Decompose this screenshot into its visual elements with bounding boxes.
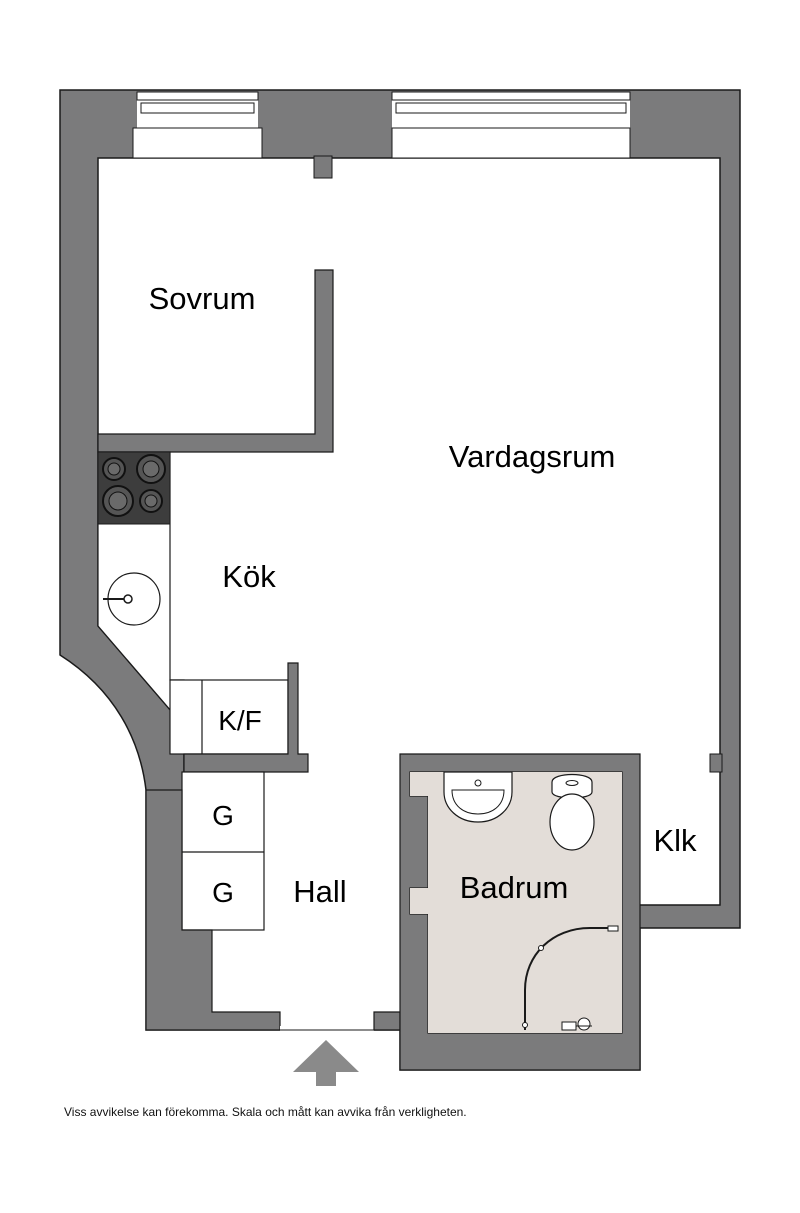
label-badrum: Badrum [460,870,569,905]
label-kf: K/F [218,705,262,736]
stove-icon [97,451,171,525]
sink-icon [443,771,513,823]
toilet-icon [549,773,595,851]
kf-wall [183,662,309,773]
label-hall: Hall [293,874,346,909]
label-klk: Klk [653,823,697,858]
klk-wall-stub [709,753,723,773]
kitchen-sink-icon [103,572,161,626]
entrance-arrow-icon [293,1040,359,1086]
label-g2: G [212,877,234,908]
label-vardagsrum: Vardagsrum [449,439,616,474]
window-right [391,91,631,159]
hall-wall-right [373,1011,401,1031]
label-kok: Kök [222,559,276,594]
hall-wall-left [145,789,281,1031]
disclaimer-text: Viss avvikelse kan förekomma. Skala och … [64,1105,467,1119]
wardrobes [181,771,265,931]
shower-icon [522,925,619,1031]
label-sovrum: Sovrum [149,281,256,316]
window-left [132,91,263,159]
label-g1: G [212,800,234,831]
wall-stub-top [313,155,333,179]
